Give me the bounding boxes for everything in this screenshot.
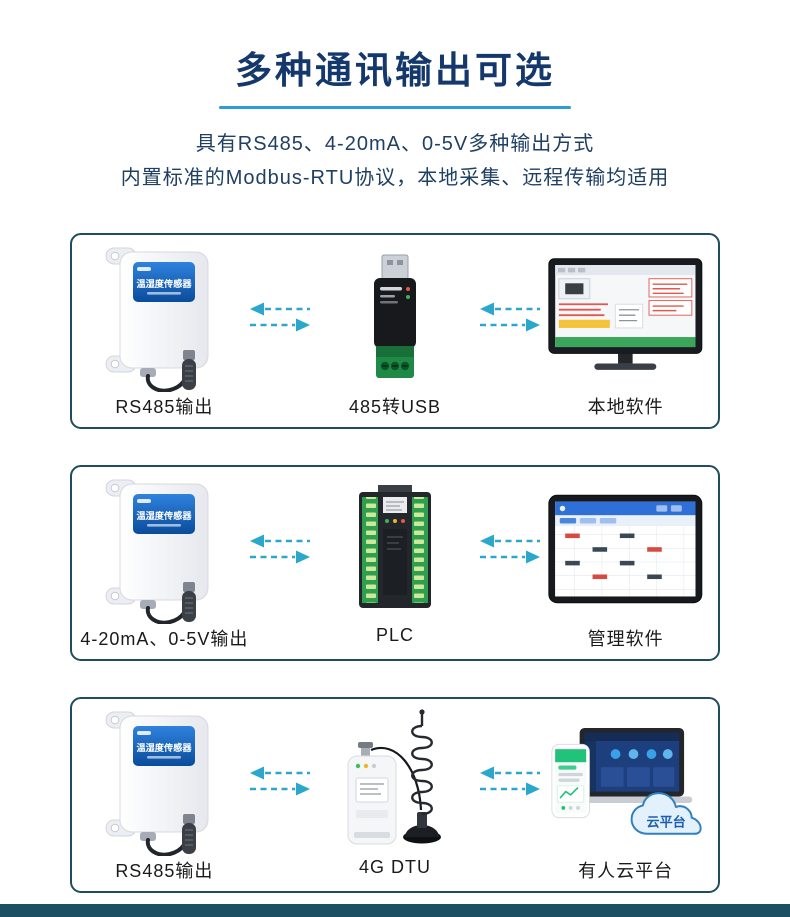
plc-din-clip [378, 485, 412, 494]
row-card-rs485-usb: 温湿度传感器 RS485输出 [70, 233, 720, 429]
device-label: 485转USB [348, 397, 442, 417]
sensor-device: 温湿度传感器 [105, 247, 209, 392]
device-label: RS485输出 [115, 397, 214, 417]
sensor-device: 温湿度传感器 [105, 711, 209, 856]
device-label: 管理软件 [587, 629, 664, 649]
arrow-right-head [526, 550, 541, 564]
dtu-device [347, 709, 441, 845]
device-label: 本地软件 [587, 397, 664, 417]
arrow-right-head [526, 318, 541, 332]
tablet-device [548, 494, 703, 604]
bidirectional-arrows [480, 766, 541, 796]
sensor-label-text: 温湿度传感器 [137, 742, 193, 753]
row-card-analog-plc: 温湿度传感器 4-20mA、0-5V输出 [70, 465, 720, 661]
plc-terminals-left [362, 497, 378, 603]
monitor-device [548, 258, 703, 370]
sensor-cable-gland [140, 600, 157, 609]
bidirectional-arrows [249, 534, 310, 564]
bidirectional-arrows [480, 302, 541, 332]
arrow-left-head [249, 302, 264, 316]
device-label: 有人云平台 [578, 861, 674, 881]
sensor-label-text: 温湿度传感器 [137, 278, 193, 289]
monitor-stand [618, 353, 633, 364]
arrow-right-head [526, 782, 541, 796]
arrow-left-head [249, 534, 264, 548]
cloud-label: 云平台 [647, 815, 686, 830]
arrow-left-head [480, 766, 495, 780]
row-card-rs485-cloud: 温湿度传感器 RS485输出 [70, 697, 720, 893]
plc-device [359, 485, 431, 608]
cloud-shape: 云平台 [630, 792, 702, 835]
bidirectional-arrows [249, 766, 310, 796]
subtitle-line-1: 具有RS485、4-20mA、0-5V多种输出方式 [195, 133, 595, 155]
arrow-left-head [249, 766, 264, 780]
cloud-platform-devices: 云平台 [551, 727, 702, 835]
usb-converter-device [374, 254, 416, 378]
sensor-probe [182, 591, 197, 622]
header: 多种通讯输出可选 具有RS485、4-20mA、0-5V多种输出方式 内置标准的… [0, 0, 790, 195]
sensor-device: 温湿度传感器 [105, 479, 209, 624]
usb-plug [381, 254, 409, 280]
sensor-label-text: 温湿度传感器 [137, 510, 193, 521]
sensor-probe [182, 823, 197, 854]
arrow-left-head [480, 302, 495, 316]
arrow-right-head [295, 318, 310, 332]
device-label: 4-20mA、0-5V输出 [80, 629, 249, 649]
arrow-right-head [295, 550, 310, 564]
device-label: 4G DTU [359, 857, 432, 877]
monitor-base [594, 363, 657, 370]
sensor-cable-gland [140, 832, 157, 841]
coil-antenna [411, 724, 433, 816]
antenna-cable [370, 747, 423, 811]
cards-container: 温湿度传感器 RS485输出 [70, 233, 720, 893]
bidirectional-arrows [249, 302, 310, 332]
dtu-antenna-connector [361, 746, 370, 758]
sensor-cable-gland [140, 368, 157, 377]
sensor-brand-logo [137, 499, 152, 503]
sensor-brand-logo [137, 731, 152, 735]
arrow-right-head [295, 782, 310, 796]
sensor-brand-logo [137, 267, 152, 271]
footer-bar [0, 904, 790, 917]
subtitle-line-2: 内置标准的Modbus-RTU协议，本地采集、远程传输均适用 [120, 167, 670, 189]
title-underline [219, 106, 571, 109]
device-label: PLC [376, 625, 415, 645]
plc-terminals-right [412, 497, 428, 603]
arrow-left-head [480, 534, 495, 548]
device-label: RS485输出 [115, 861, 214, 881]
bidirectional-arrows [480, 534, 541, 564]
sensor-probe [182, 359, 197, 390]
page-title: 多种通讯输出可选 [235, 50, 555, 91]
